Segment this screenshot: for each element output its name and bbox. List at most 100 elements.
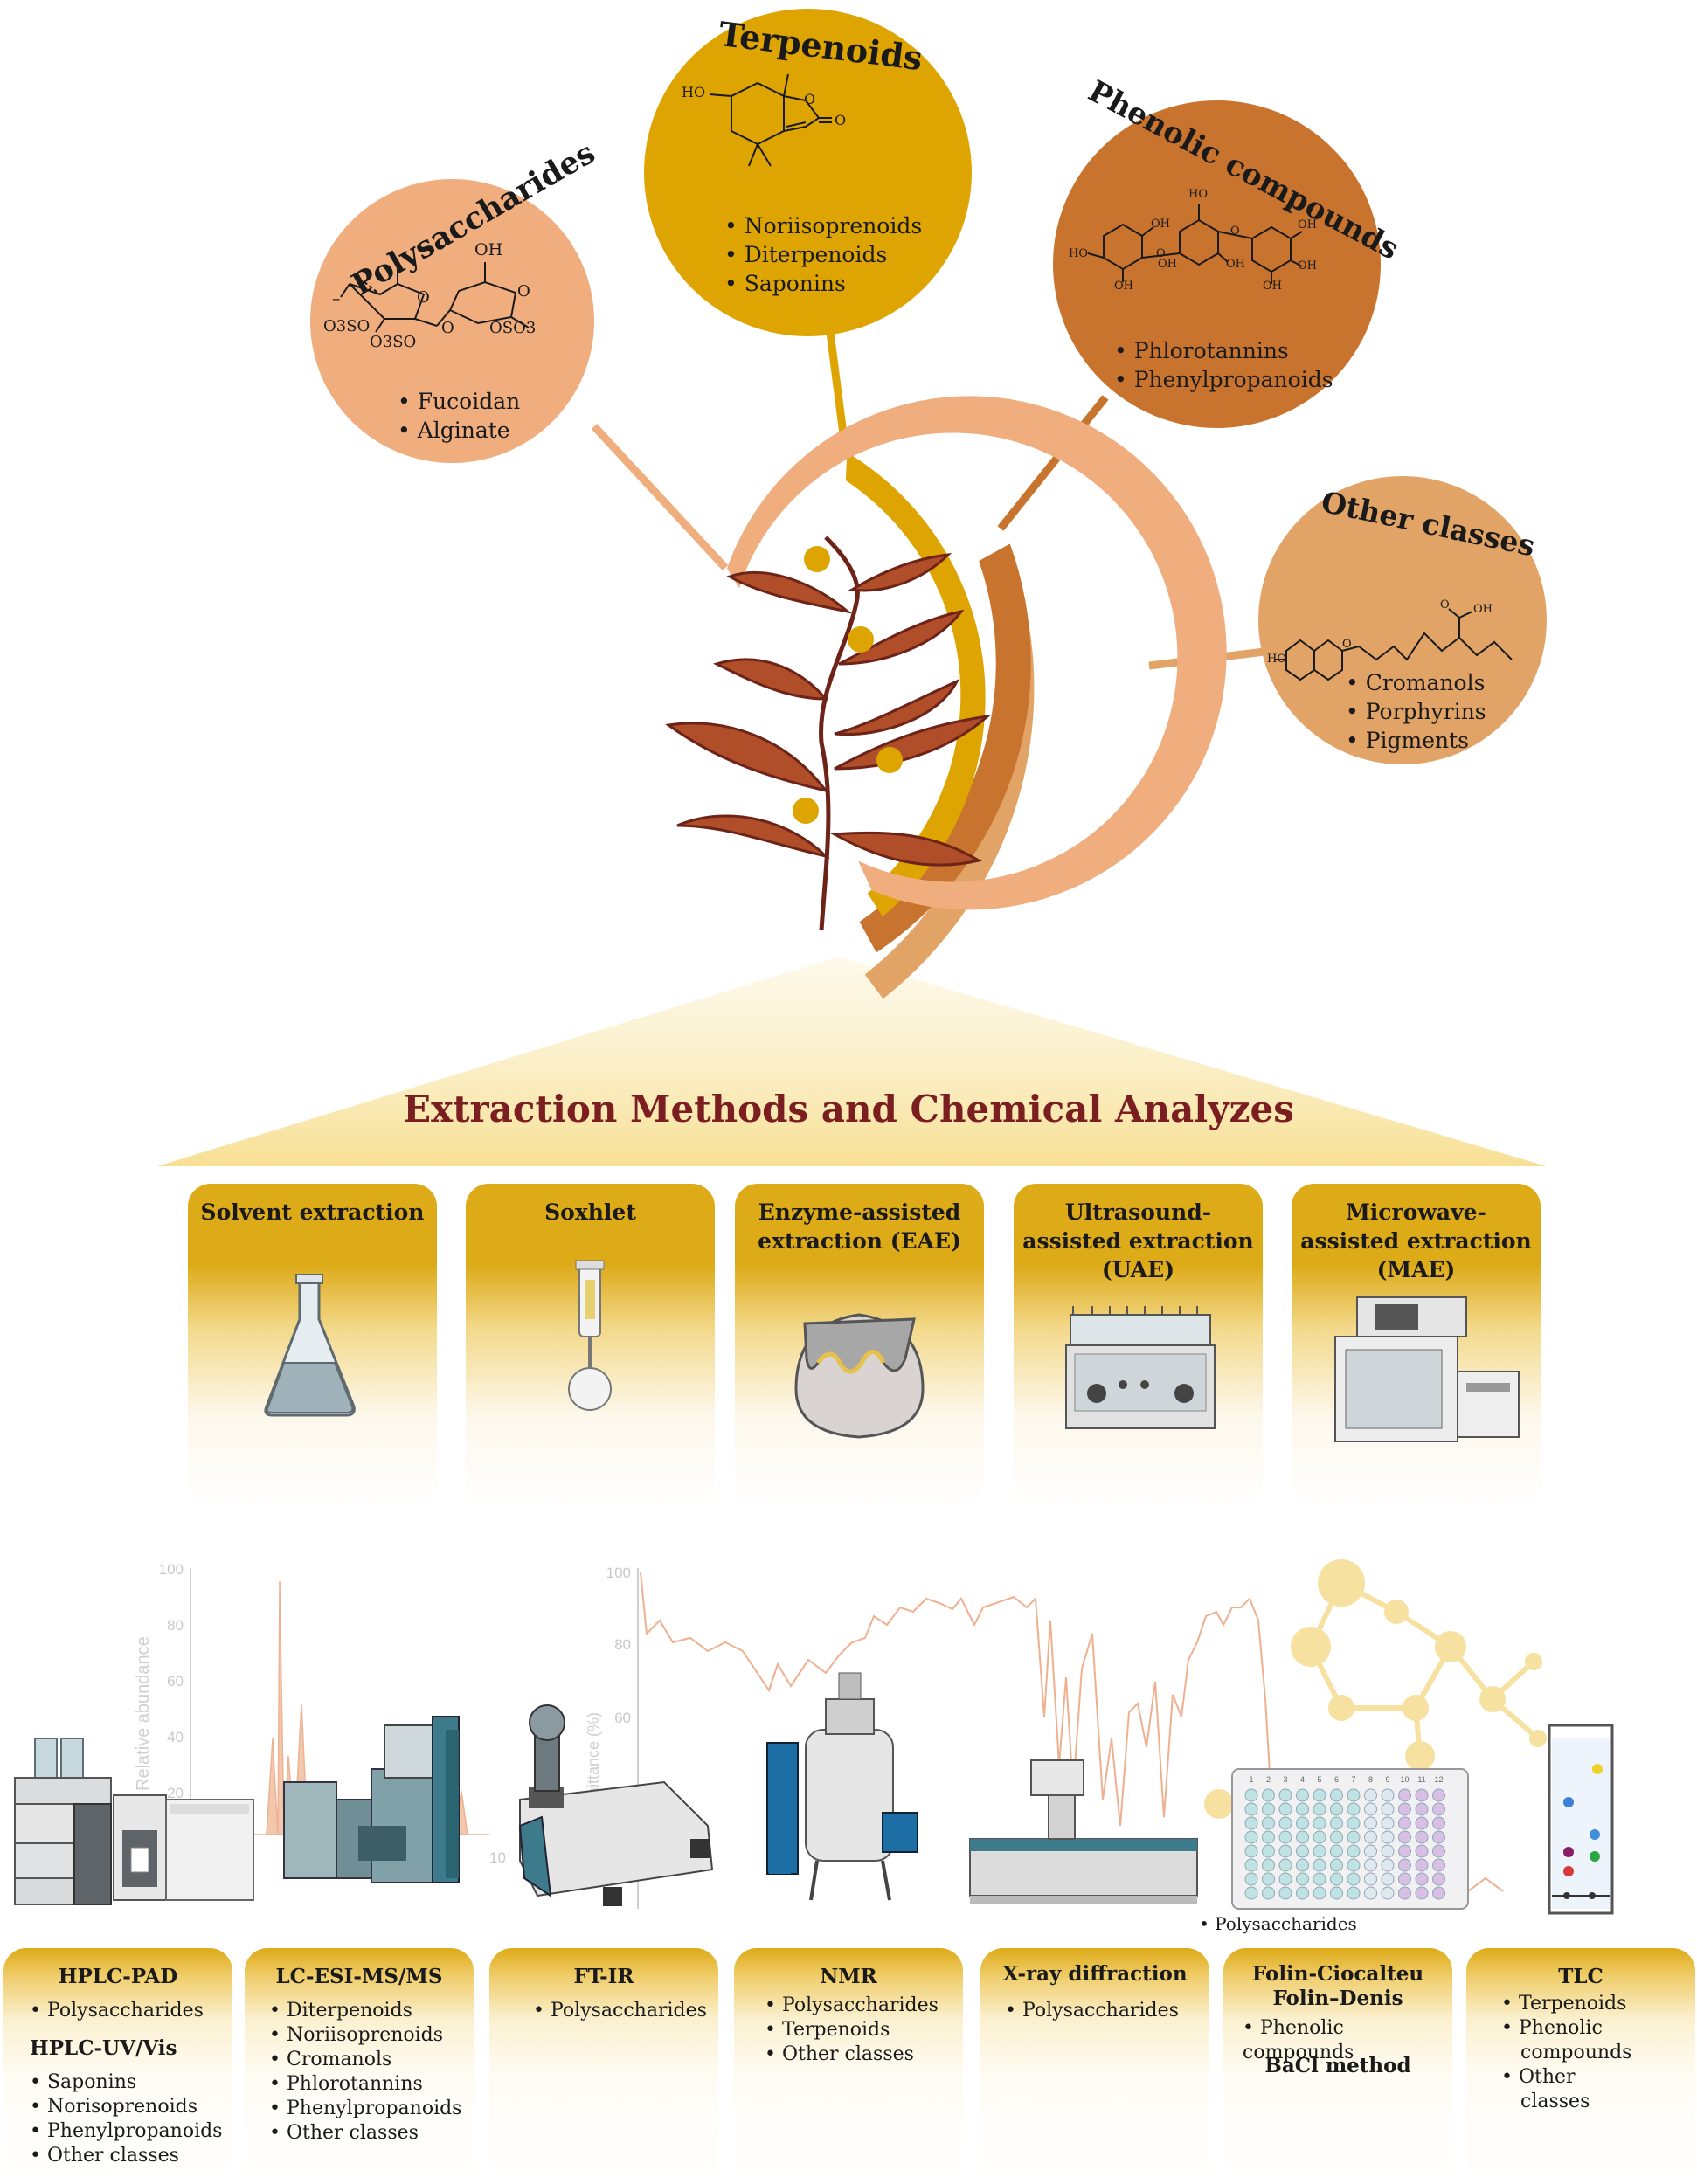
plate-well bbox=[1415, 1802, 1429, 1816]
plate-well bbox=[1381, 1872, 1395, 1886]
plate-well bbox=[1364, 1802, 1377, 1816]
enzyme-icon bbox=[794, 1313, 925, 1439]
plate-well bbox=[1347, 1816, 1361, 1830]
polysaccharide-o3so-a-label: O3SO bbox=[323, 317, 371, 335]
plate-well bbox=[1381, 1802, 1395, 1816]
plate-well bbox=[1296, 1886, 1309, 1900]
plate-well bbox=[1398, 1830, 1411, 1844]
plate-well bbox=[1415, 1886, 1429, 1900]
polysaccharide-o2-label: O bbox=[441, 319, 454, 337]
plate-well bbox=[1313, 1816, 1326, 1830]
plate-well bbox=[1296, 1872, 1309, 1886]
analysis-card-lcms: LC-ESI-MS/MS Diterpenoids Noriisoprenoid… bbox=[245, 1948, 474, 2184]
plate-well bbox=[1278, 1788, 1292, 1802]
plate-well bbox=[1296, 1788, 1309, 1802]
svg-text:100: 100 bbox=[159, 1561, 184, 1578]
plate-well bbox=[1262, 1816, 1275, 1830]
method-title: Solvent extraction bbox=[200, 1199, 425, 1225]
analysis-title-b: Folin–Denis bbox=[1272, 1987, 1403, 2010]
terpenoids-item: Noriisoprenoids bbox=[724, 211, 972, 240]
plate-well bbox=[1262, 1788, 1275, 1802]
plate-well bbox=[1347, 1886, 1361, 1900]
plate-well bbox=[1364, 1844, 1377, 1858]
plate-well bbox=[1432, 1886, 1445, 1900]
other-classes-item: Pigments bbox=[1346, 726, 1547, 755]
plate-column-label: 3 bbox=[1283, 1775, 1287, 1784]
plate-well bbox=[1398, 1858, 1411, 1872]
plate-well bbox=[1330, 1788, 1343, 1802]
plate-well bbox=[1262, 1844, 1275, 1858]
plate-well bbox=[1262, 1858, 1275, 1872]
phenolic-oh-label: OH bbox=[1298, 218, 1317, 232]
plate-well bbox=[1296, 1844, 1309, 1858]
analysis-item: Norisoprenoids bbox=[30, 2095, 222, 2119]
terpenoids-item: Diterpenoids bbox=[724, 240, 972, 269]
analysis-title: LC-ESI-MS/MS bbox=[275, 1965, 443, 1988]
plate-well bbox=[1415, 1788, 1429, 1802]
plate-well bbox=[1415, 1844, 1429, 1858]
plate-well bbox=[1313, 1830, 1326, 1844]
analysis-card-nmr: NMR Polysaccharides Terpenoids Other cla… bbox=[734, 1948, 963, 2184]
phenolic-oh-label: HO bbox=[1188, 188, 1208, 201]
plate-well bbox=[1415, 1816, 1429, 1830]
analysis-item: Polysaccharides bbox=[1005, 1999, 1179, 2023]
plate-well bbox=[1278, 1886, 1292, 1900]
plate-well bbox=[1278, 1816, 1292, 1830]
phenolic-oh-label: HO bbox=[1069, 247, 1088, 260]
plate-well bbox=[1398, 1788, 1411, 1802]
plate-well bbox=[1244, 1816, 1258, 1830]
phenolic-oh-label: OH bbox=[1114, 280, 1133, 293]
analysis-card-tlc: TLC Terpenoids Phenolic compounds Other … bbox=[1466, 1948, 1695, 2184]
analysis-title: NMR bbox=[820, 1965, 877, 1988]
flask-icon bbox=[264, 1274, 356, 1417]
plate-well bbox=[1244, 1886, 1258, 1900]
analysis-item: Polysaccharides bbox=[30, 1999, 204, 2023]
method-card-ultrasound: Ultrasound-assisted extraction (UAE) bbox=[1014, 1184, 1263, 1507]
plate-well bbox=[1347, 1858, 1361, 1872]
plate-well bbox=[1313, 1802, 1326, 1816]
plate-well bbox=[1347, 1872, 1361, 1886]
analysis-card-xrd: X-ray diffraction Polysaccharides bbox=[980, 1948, 1209, 2184]
plate-well bbox=[1330, 1830, 1343, 1844]
analysis-title: X-ray diffraction bbox=[1002, 1962, 1188, 1986]
soxhlet-icon bbox=[568, 1260, 612, 1411]
plate-well bbox=[1381, 1830, 1395, 1844]
polysaccharide-o3so-b-label: O3SO bbox=[370, 333, 417, 351]
analysis-item: Phenolic compounds bbox=[1243, 2016, 1452, 2065]
terpenoids-item: Saponins bbox=[724, 269, 972, 298]
plate-well bbox=[1432, 1816, 1445, 1830]
phenolic-oh-label: OH bbox=[1158, 258, 1177, 271]
plate-column-label: 9 bbox=[1385, 1775, 1389, 1784]
nmr-instrument-icon bbox=[766, 1672, 918, 1901]
plate-well bbox=[1296, 1830, 1309, 1844]
plate-well bbox=[1262, 1802, 1275, 1816]
analysis-item: Noriisoprenoids bbox=[269, 2023, 461, 2048]
polysaccharides-item: Alginate bbox=[398, 416, 594, 445]
plate-well bbox=[1296, 1816, 1309, 1830]
plate-well bbox=[1347, 1788, 1361, 1802]
analysis-item: Phenylpropanoids bbox=[30, 2119, 223, 2144]
analysis-item: Phlorotannins bbox=[269, 2072, 461, 2097]
seaweed-vesicles bbox=[793, 546, 903, 824]
method-card-microwave: Microwave-assisted extraction (MAE) bbox=[1292, 1184, 1541, 1507]
plate-column-label: 4 bbox=[1300, 1775, 1305, 1784]
analysis-item: Terpenoids bbox=[765, 2018, 939, 2042]
phenolic-oh-label: OH bbox=[1298, 259, 1317, 273]
polysaccharide-minus-label: – bbox=[332, 289, 341, 308]
plate-column-label: 2 bbox=[1266, 1775, 1271, 1784]
plate-well bbox=[1381, 1844, 1395, 1858]
analysis-subtitle: BaCl method bbox=[1264, 2054, 1411, 2077]
plate-well bbox=[1313, 1858, 1326, 1872]
analysis-title: HPLC-PAD bbox=[58, 1965, 178, 1988]
plate-column-label: 6 bbox=[1334, 1775, 1339, 1784]
plate-well bbox=[1296, 1858, 1309, 1872]
plate-well bbox=[1432, 1872, 1445, 1886]
arc-terpenoids bbox=[845, 453, 986, 917]
plate-well bbox=[1347, 1830, 1361, 1844]
plate-well bbox=[1244, 1872, 1258, 1886]
connector-phenolic bbox=[997, 395, 1109, 531]
analysis-item: Polysaccharides bbox=[533, 1999, 707, 2023]
microwave-reactor-icon bbox=[1334, 1296, 1520, 1442]
plate-well bbox=[1244, 1802, 1258, 1816]
